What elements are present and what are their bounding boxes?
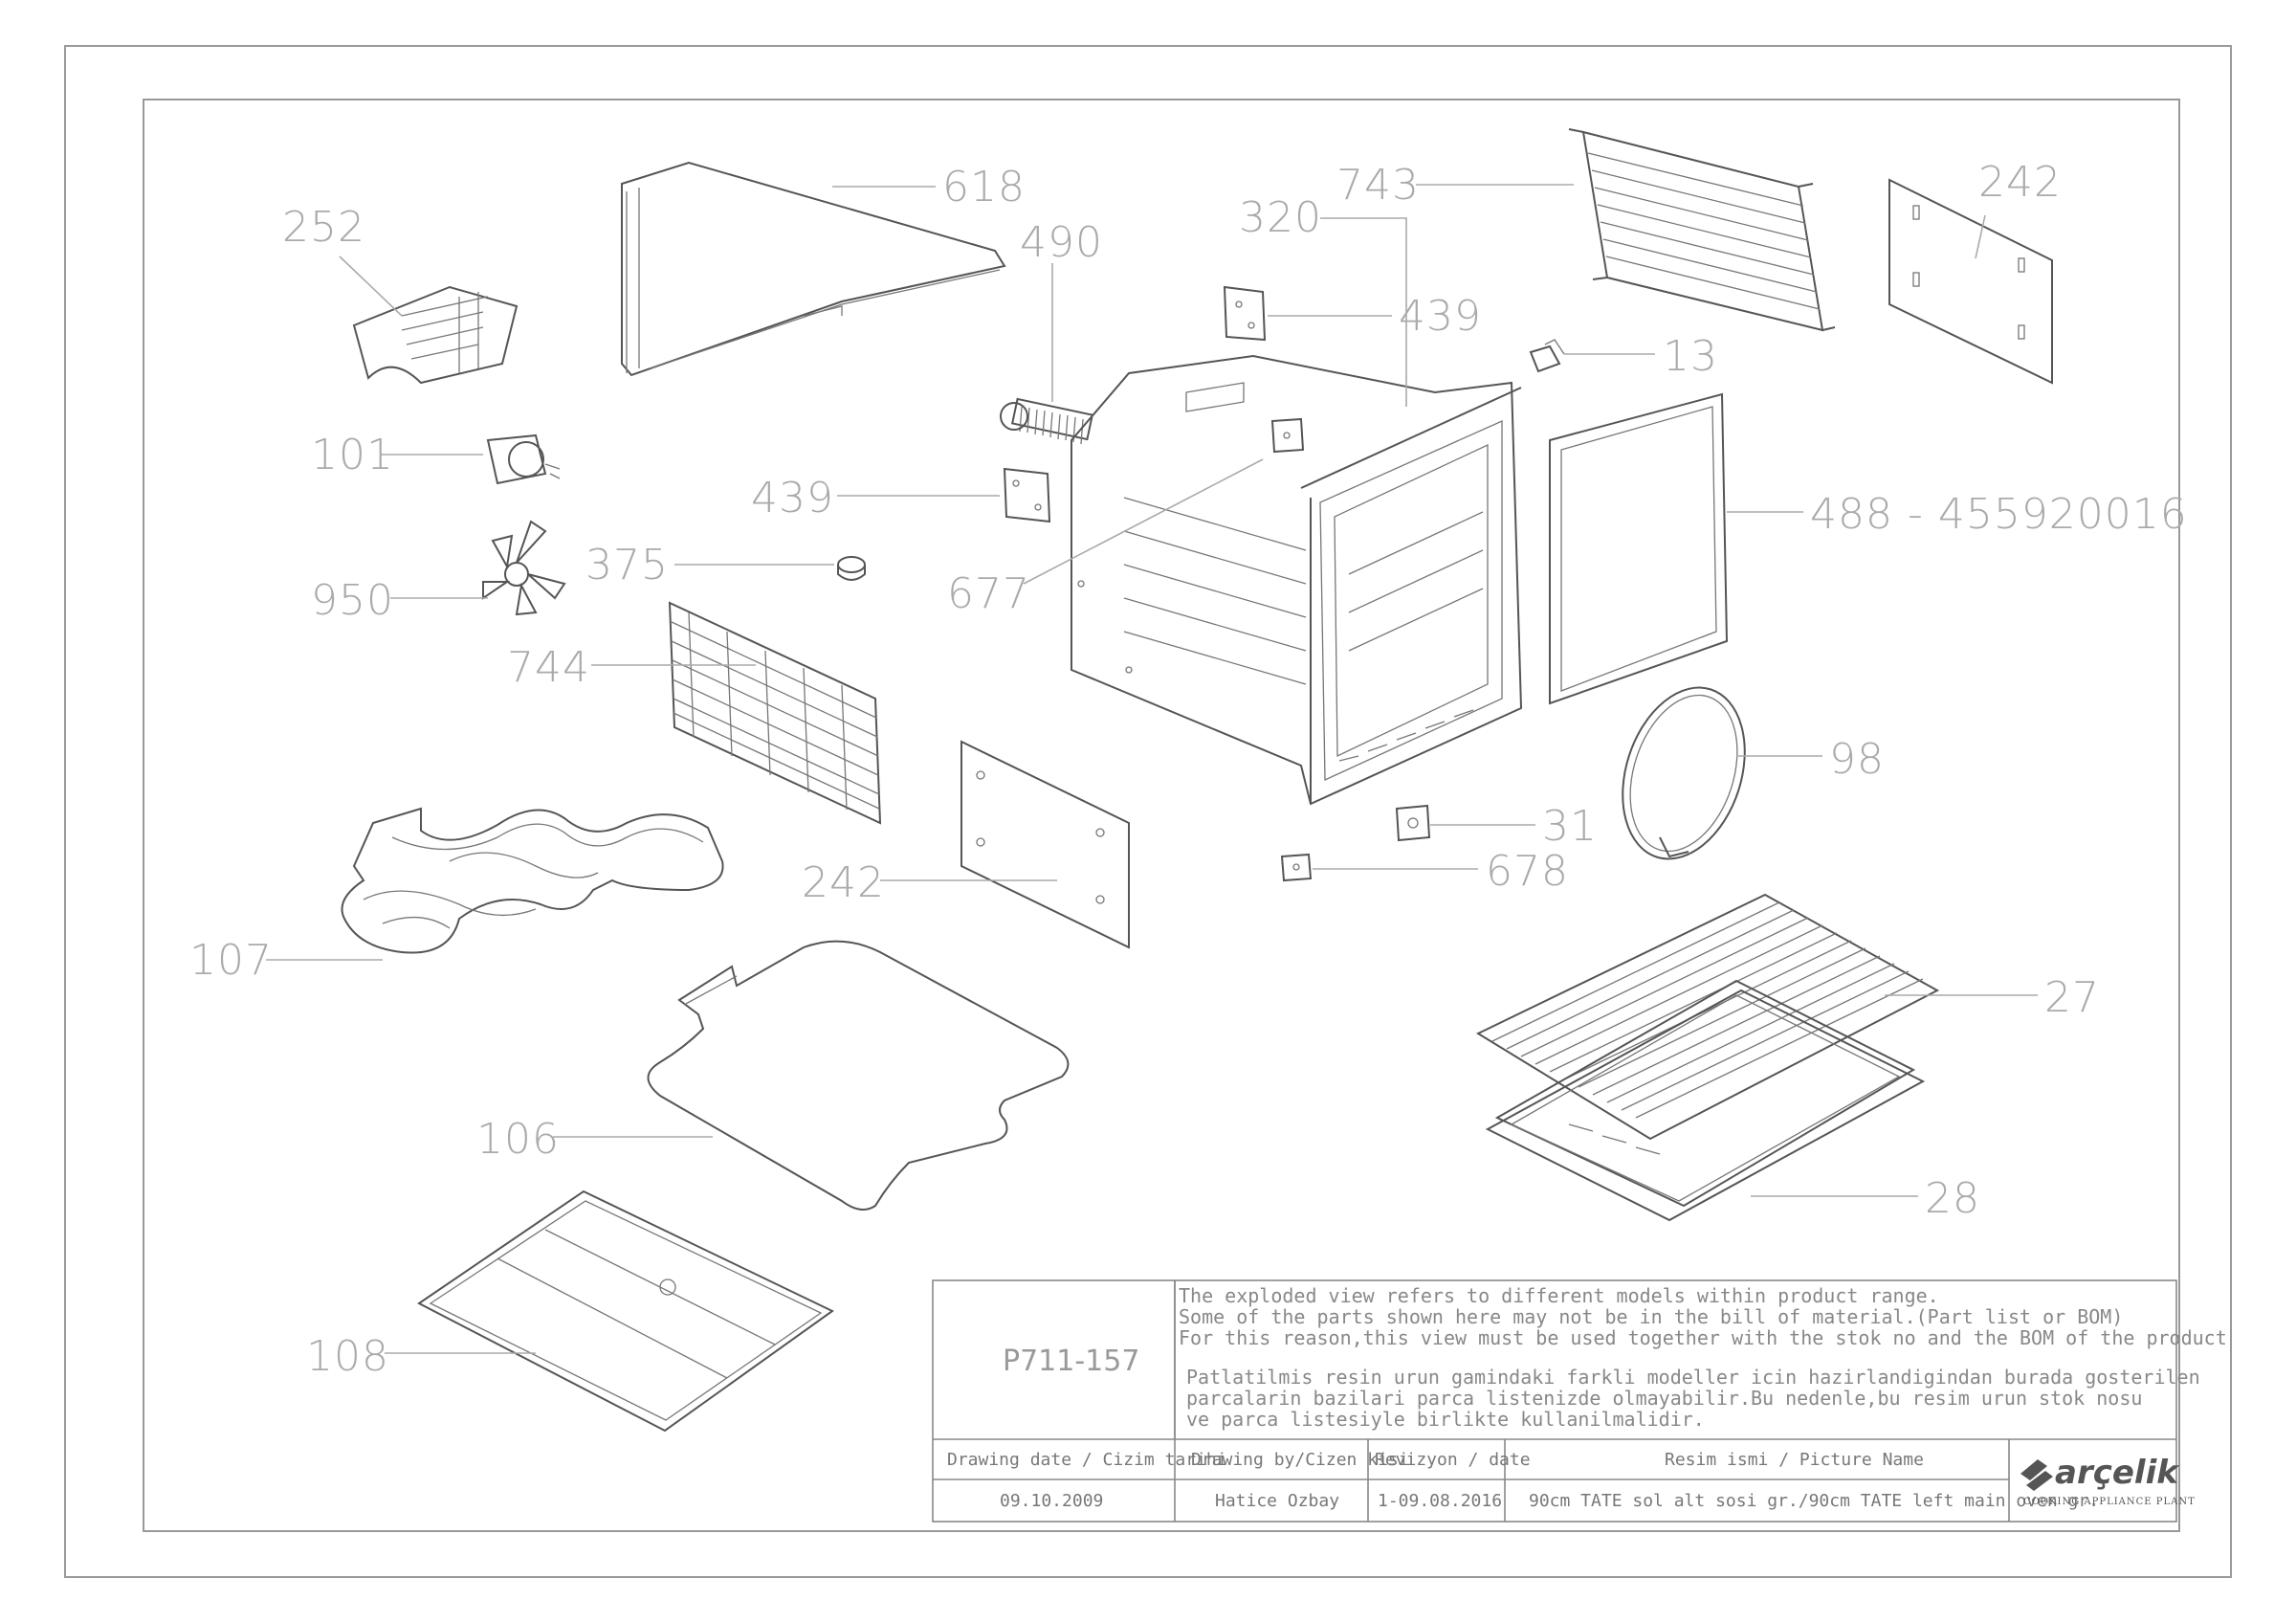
value-revision: 1-09.08.2016 xyxy=(1378,1491,1502,1511)
value-drawing-date: 09.10.2009 xyxy=(1000,1491,1103,1511)
part-107-grill-element xyxy=(341,807,724,954)
part-743-wire-shelf xyxy=(1568,128,1836,332)
part-13-lamp xyxy=(1529,339,1565,373)
header-revision: Revizyon / date xyxy=(1375,1450,1531,1470)
part-27-oven-rack xyxy=(1475,893,1940,1141)
inner-frame xyxy=(143,99,2180,1532)
label-28: 28 xyxy=(1925,1174,1980,1223)
part-320-oven-cavity xyxy=(1071,354,1523,806)
part-439-lower-bracket xyxy=(1003,467,1051,523)
note-tr-3: ve parca listesiyle birlikte kullanilmal… xyxy=(1186,1408,1705,1431)
note-tr-1: Patlatilmis resin urun gamindaki farkli … xyxy=(1186,1366,2200,1389)
part-490-heating-tube xyxy=(1000,397,1094,445)
note-en-1: The exploded view refers to different mo… xyxy=(1179,1284,1939,1307)
value-drawing-by: Hatice Ozbay xyxy=(1215,1491,1339,1511)
label-439a: 439 xyxy=(1399,292,1482,341)
label-743: 743 xyxy=(1336,161,1420,210)
part-618-top-panel xyxy=(621,161,1006,377)
part-242-top-panel xyxy=(1888,178,2053,385)
note-en-2: Some of the parts shown here may not be … xyxy=(1179,1305,2123,1328)
label-490: 490 xyxy=(1020,218,1103,267)
leader-242a xyxy=(1975,214,1986,259)
part-108-bottom-tray xyxy=(417,1189,834,1433)
part-488-door-seal xyxy=(1549,392,1729,705)
part-242-middle-panel xyxy=(960,740,1130,949)
part-252-fan-cover xyxy=(352,285,519,385)
label-108: 108 xyxy=(306,1332,389,1381)
drawing-code: P711-157 xyxy=(1003,1345,1139,1378)
value-picture-name: 90cm TATE sol alt sosi gr./90cm TATE lef… xyxy=(1529,1491,2099,1511)
leader-320 xyxy=(1320,217,1407,407)
label-106: 106 xyxy=(476,1115,560,1164)
part-101-fan-motor xyxy=(486,434,561,485)
arcelik-logo: arçelik COOKING APPLIANCE PLANT xyxy=(2020,1454,2196,1507)
outer-frame xyxy=(64,45,2232,1578)
title-block xyxy=(932,1279,2177,1523)
part-677-bracket xyxy=(1270,417,1305,454)
label-13: 13 xyxy=(1663,332,1718,381)
header-drawing-date: Drawing date / Cizim tarihi xyxy=(947,1450,1227,1470)
logo-text: arçelik xyxy=(2055,1454,2180,1492)
part-678-plate xyxy=(1280,853,1313,882)
part-106-lower-element xyxy=(647,940,1070,1211)
logo-subtitle: COOKING APPLIANCE PLANT xyxy=(2023,1497,2196,1507)
label-320: 320 xyxy=(1239,193,1322,242)
part-375-grommet xyxy=(837,556,866,581)
label-677: 677 xyxy=(947,569,1030,618)
part-950-fan-blade xyxy=(482,520,566,616)
label-252: 252 xyxy=(282,203,365,252)
leader-252 xyxy=(339,256,403,317)
label-242a: 242 xyxy=(1978,158,2062,207)
label-107: 107 xyxy=(189,936,273,985)
label-439b: 439 xyxy=(751,474,834,522)
header-picture-name: Resim ismi / Picture Name xyxy=(1665,1450,1924,1470)
part-28-baking-tray xyxy=(1485,979,1926,1222)
label-950: 950 xyxy=(311,576,394,625)
part-744-rear-grid xyxy=(668,601,882,825)
leader-677 xyxy=(1023,458,1264,585)
label-98: 98 xyxy=(1829,735,1885,784)
part-31-thermostat xyxy=(1395,804,1431,842)
note-tr-2: parcalarin bazilari parca listenizde olm… xyxy=(1186,1387,2142,1410)
label-488: 488 - 455920016 xyxy=(1810,490,2188,539)
label-618: 618 xyxy=(942,163,1026,211)
logo-mark-icon-2 xyxy=(2026,1471,2053,1491)
note-en-3: For this reason,this view must be used t… xyxy=(1179,1326,2227,1349)
label-27: 27 xyxy=(2044,973,2100,1022)
label-678: 678 xyxy=(1486,847,1569,896)
label-242b: 242 xyxy=(802,858,885,907)
header-drawing-by: Drawing by/Cizen kisi xyxy=(1191,1450,1409,1470)
label-31: 31 xyxy=(1542,802,1598,851)
part-98-circular-element xyxy=(1622,686,1746,860)
label-375: 375 xyxy=(585,541,669,589)
logo-mark-icon xyxy=(2020,1459,2047,1480)
label-744: 744 xyxy=(507,643,590,692)
label-101: 101 xyxy=(311,431,394,479)
part-439-upper-bracket xyxy=(1223,285,1267,342)
